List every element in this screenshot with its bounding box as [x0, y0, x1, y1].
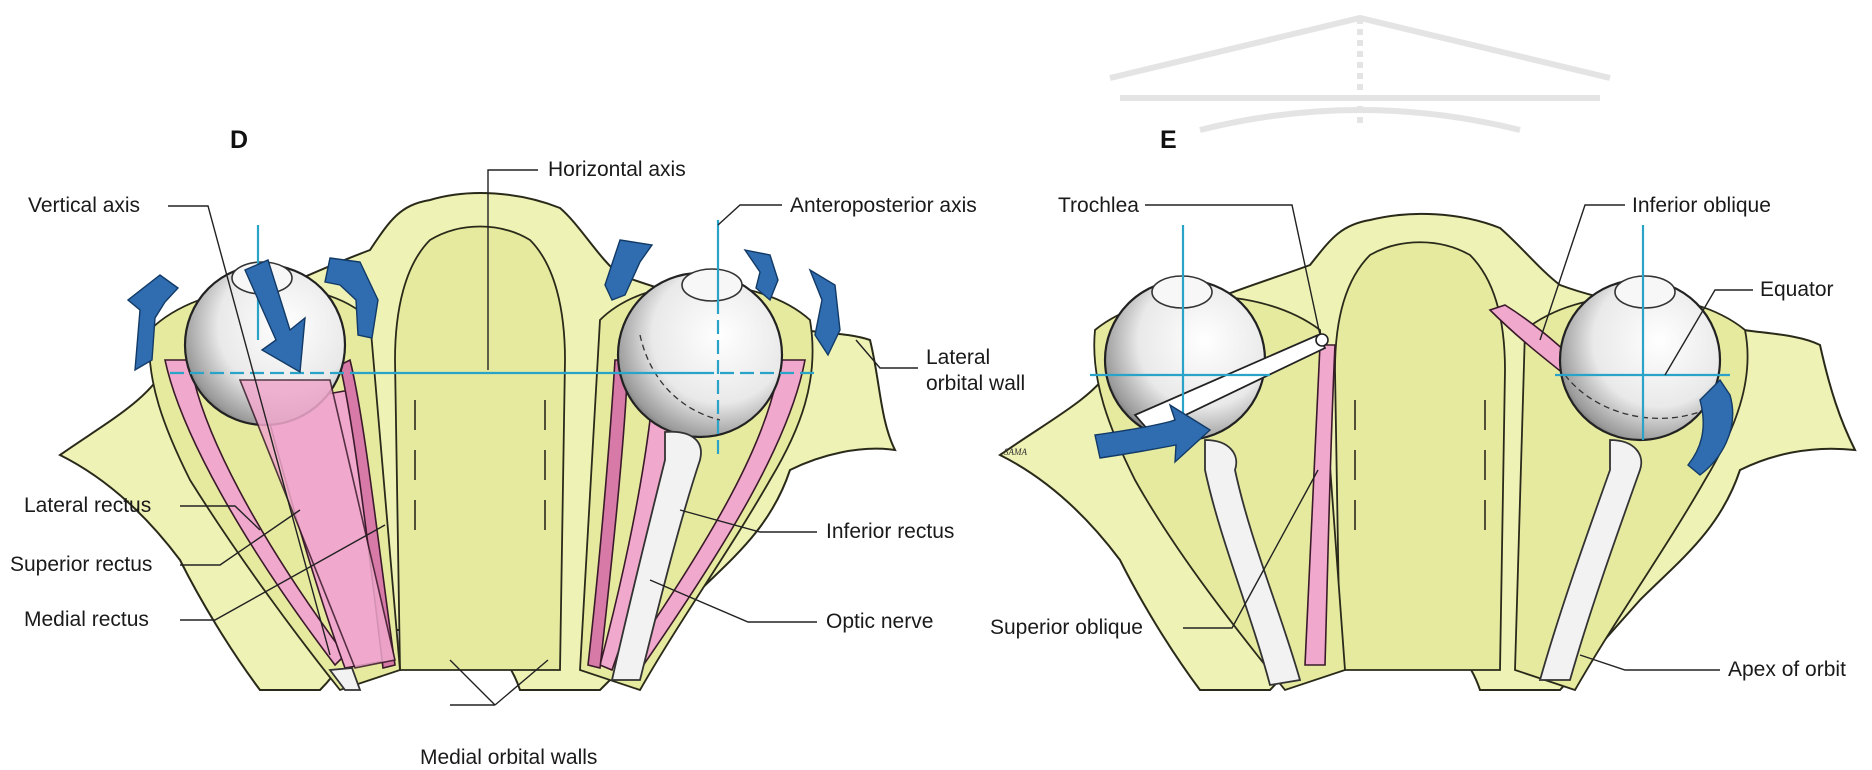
label-superior-rectus: Superior rectus	[10, 553, 152, 576]
watermark	[1110, 18, 1610, 130]
panel-d-letter: D	[230, 126, 248, 154]
label-optic-nerve: Optic nerve	[826, 610, 933, 633]
label-horizontal-axis: Horizontal axis	[548, 158, 686, 181]
label-lateral-orbital-wall-2: orbital wall	[926, 372, 1025, 395]
panel-e-medial-walls	[1335, 242, 1505, 670]
label-inferior-oblique: Inferior oblique	[1632, 194, 1771, 217]
label-superior-oblique: Superior oblique	[990, 616, 1143, 639]
label-lateral-orbital-wall-1: Lateral	[926, 346, 990, 369]
label-apex-of-orbit: Apex of orbit	[1728, 658, 1846, 681]
label-lateral-rectus: Lateral rectus	[24, 494, 151, 517]
artist-signature: SAMA	[1004, 447, 1027, 457]
right-cornea	[682, 269, 742, 301]
label-trochlea: Trochlea	[1058, 194, 1139, 217]
label-vertical-axis: Vertical axis	[28, 194, 140, 217]
label-medial-rectus: Medial rectus	[24, 608, 149, 631]
panel-e: E	[990, 126, 1855, 690]
leader-apex-of-orbit	[1580, 655, 1720, 670]
panel-e-letter: E	[1160, 126, 1177, 154]
leader-anteroposterior-axis	[718, 205, 782, 225]
label-medial-orbital-walls: Medial orbital walls	[420, 746, 597, 769]
medial-orbital-walls-shape	[395, 227, 565, 671]
label-inferior-rectus: Inferior rectus	[826, 520, 954, 543]
trochlea-ring	[1316, 334, 1328, 346]
panel-e-right-cornea	[1615, 276, 1675, 308]
panel-d: D	[10, 126, 1025, 769]
label-equator: Equator	[1760, 278, 1834, 301]
label-anteroposterior-axis: Anteroposterior axis	[790, 194, 977, 217]
